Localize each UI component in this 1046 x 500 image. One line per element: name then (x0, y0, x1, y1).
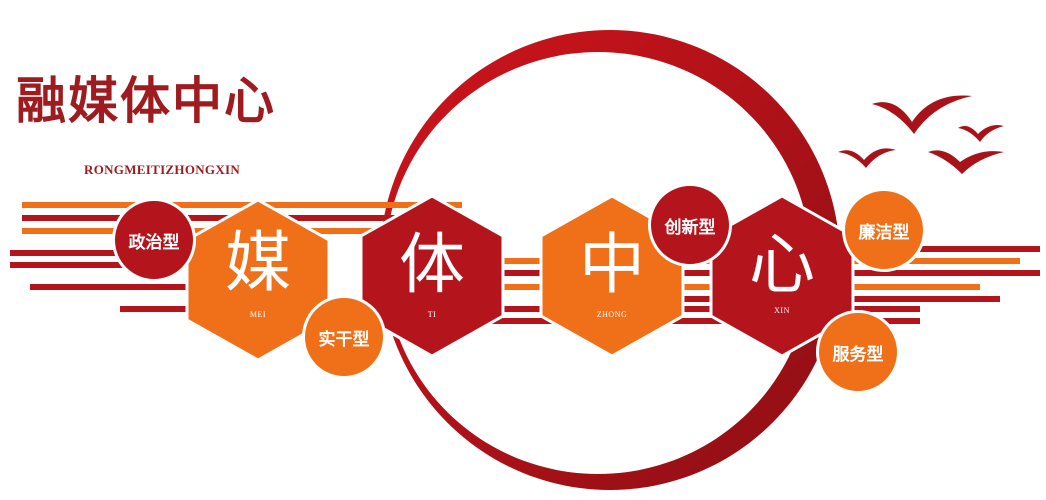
hexagon-ti-char: 体 (399, 226, 465, 303)
hexagon-mei-pinyin: MEI (249, 310, 267, 319)
hexagon-xin-pinyin: XIN (774, 306, 790, 315)
badge-lianjie: 廉洁型 (842, 188, 926, 272)
hexagon-ti-shape (359, 194, 505, 358)
badge-chuangxin: 创新型 (648, 183, 732, 267)
page-subtitle: RONGMEITIZHONGXIN (84, 162, 241, 177)
hexagon-zhong-pinyin: ZHONG (596, 310, 628, 319)
page-title: 融媒体中心 (16, 71, 276, 130)
flying-birds-icon (838, 95, 1004, 174)
hexagon-group (185, 194, 855, 362)
badge-shigan: 实干型 (302, 295, 386, 379)
badge-fuwu: 服务型 (816, 310, 900, 394)
hexagon-mei-char: 媒 (225, 224, 291, 301)
hexagon-ti-pinyin: TI (427, 310, 437, 319)
hexagon-xin-char: 心 (749, 226, 815, 303)
badge-zhengzhi: 政治型 (112, 198, 196, 282)
hexagon-zhong-char: 中 (579, 226, 645, 303)
